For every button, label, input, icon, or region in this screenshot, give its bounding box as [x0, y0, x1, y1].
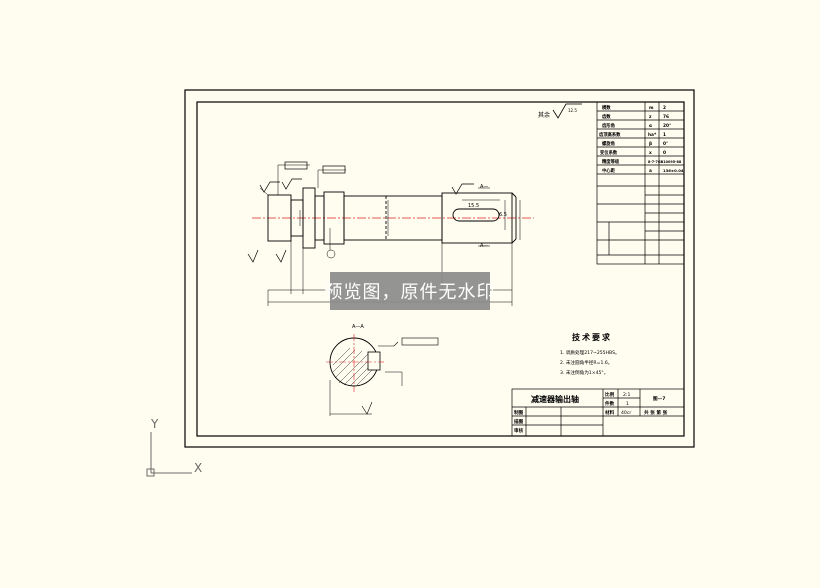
- gear-row-sym: β: [649, 141, 652, 147]
- gear-row-value: 20°: [663, 123, 671, 129]
- gear-row-value: 136±0.04: [663, 168, 684, 173]
- watermark-text: 预览图，原件无水印: [324, 282, 496, 303]
- ratio-label: 比例: [605, 391, 615, 398]
- material-value: 40cr: [621, 410, 631, 416]
- ratio-value: 2:1: [623, 392, 630, 398]
- watermark-banner: 预览图，原件无水印: [325, 272, 495, 310]
- gear-row-value: 8-7-7GB10095-88: [648, 160, 682, 164]
- gear-row-label: 精度等级: [602, 158, 620, 165]
- shaft-roughness-marks: [247, 161, 474, 263]
- section-view: A—A: [326, 324, 439, 416]
- gear-row-value: 1: [663, 132, 666, 138]
- shaft-main-view: [267, 187, 517, 249]
- gear-row-value: 2: [663, 105, 666, 111]
- gear-row-label: 螺旋角: [602, 140, 615, 147]
- section-mark-top: A—: [480, 184, 488, 190]
- gear-parameter-table: [596, 101, 685, 265]
- ucs-x-label: X: [194, 461, 202, 475]
- tech-req-title: 技术要求: [572, 332, 612, 342]
- gear-row-label: 变位系数: [600, 149, 618, 156]
- tech-req-item-2: 2. 未注圆角半径R=1.6。: [560, 359, 612, 366]
- count-value: 1: [626, 401, 629, 407]
- material-label: 材料: [604, 409, 615, 416]
- roughness-note: 其余 12.5: [538, 103, 582, 119]
- svg-text:12.5: 12.5: [568, 108, 577, 113]
- gear-row-value: 0°: [663, 141, 668, 147]
- gear-row-sym: ha*: [648, 132, 657, 138]
- title-block: [511, 388, 685, 437]
- gear-row-value: 0: [663, 150, 666, 156]
- tech-req-item-3: 3. 未注倒角为1×45°。: [560, 369, 608, 376]
- gear-row-sym: m: [649, 106, 654, 111]
- count-label: 件数: [605, 400, 615, 407]
- title-block-text: 减速器输出轴 比例 2:1 件数 1 材料 40cr 图—7 共 张 第 张 制…: [514, 391, 668, 434]
- gear-table-text: 模数 m 2 齿数 z 76 齿形角 α 20° 齿顶高系数 ha* 1 螺旋角…: [599, 104, 684, 174]
- section-view-label: A—A: [352, 324, 364, 330]
- gear-row-label: 齿顶高系数: [599, 131, 621, 138]
- tech-req-item-1: 1. 调质处理217~255HBS。: [560, 349, 620, 356]
- gear-row-label: 齿形角: [602, 122, 615, 129]
- drafter-label: 描图: [514, 418, 524, 425]
- roughness-symbol-icon: [552, 103, 582, 119]
- gear-row-value: 76: [663, 114, 669, 120]
- section-mark-bottom: A—: [480, 243, 488, 249]
- ucs-y-label: Y: [150, 417, 159, 431]
- keyway-depth-dim: 6.5: [499, 212, 507, 218]
- drawing-number: 图—7: [653, 395, 665, 402]
- keyway: [452, 208, 500, 222]
- inner-frame: [196, 101, 685, 437]
- roughness-note-label: 其余: [538, 111, 550, 119]
- part-name: 减速器输出轴: [531, 394, 579, 404]
- gear-row-sym: α: [649, 124, 652, 129]
- gear-row-sym: x: [649, 151, 652, 156]
- designer-label: 制图: [514, 409, 524, 416]
- gear-row-label: 模数: [602, 104, 611, 111]
- technical-requirements: 技术要求 1. 调质处理217~255HBS。 2. 未注圆角半径R=1.6。 …: [560, 332, 620, 376]
- sheet-count: 共 张 第 张: [644, 409, 668, 416]
- reviewer-label: 审核: [514, 427, 524, 434]
- keyway-length-dim: 15.5: [468, 203, 479, 209]
- ucs-icon: [146, 432, 192, 477]
- gear-row-label: 齿数: [602, 113, 611, 120]
- outer-frame: [184, 89, 695, 448]
- gear-row-label: 中心距: [602, 167, 616, 174]
- gear-row-sym: z: [649, 115, 652, 120]
- gear-row-sym: a: [649, 169, 652, 174]
